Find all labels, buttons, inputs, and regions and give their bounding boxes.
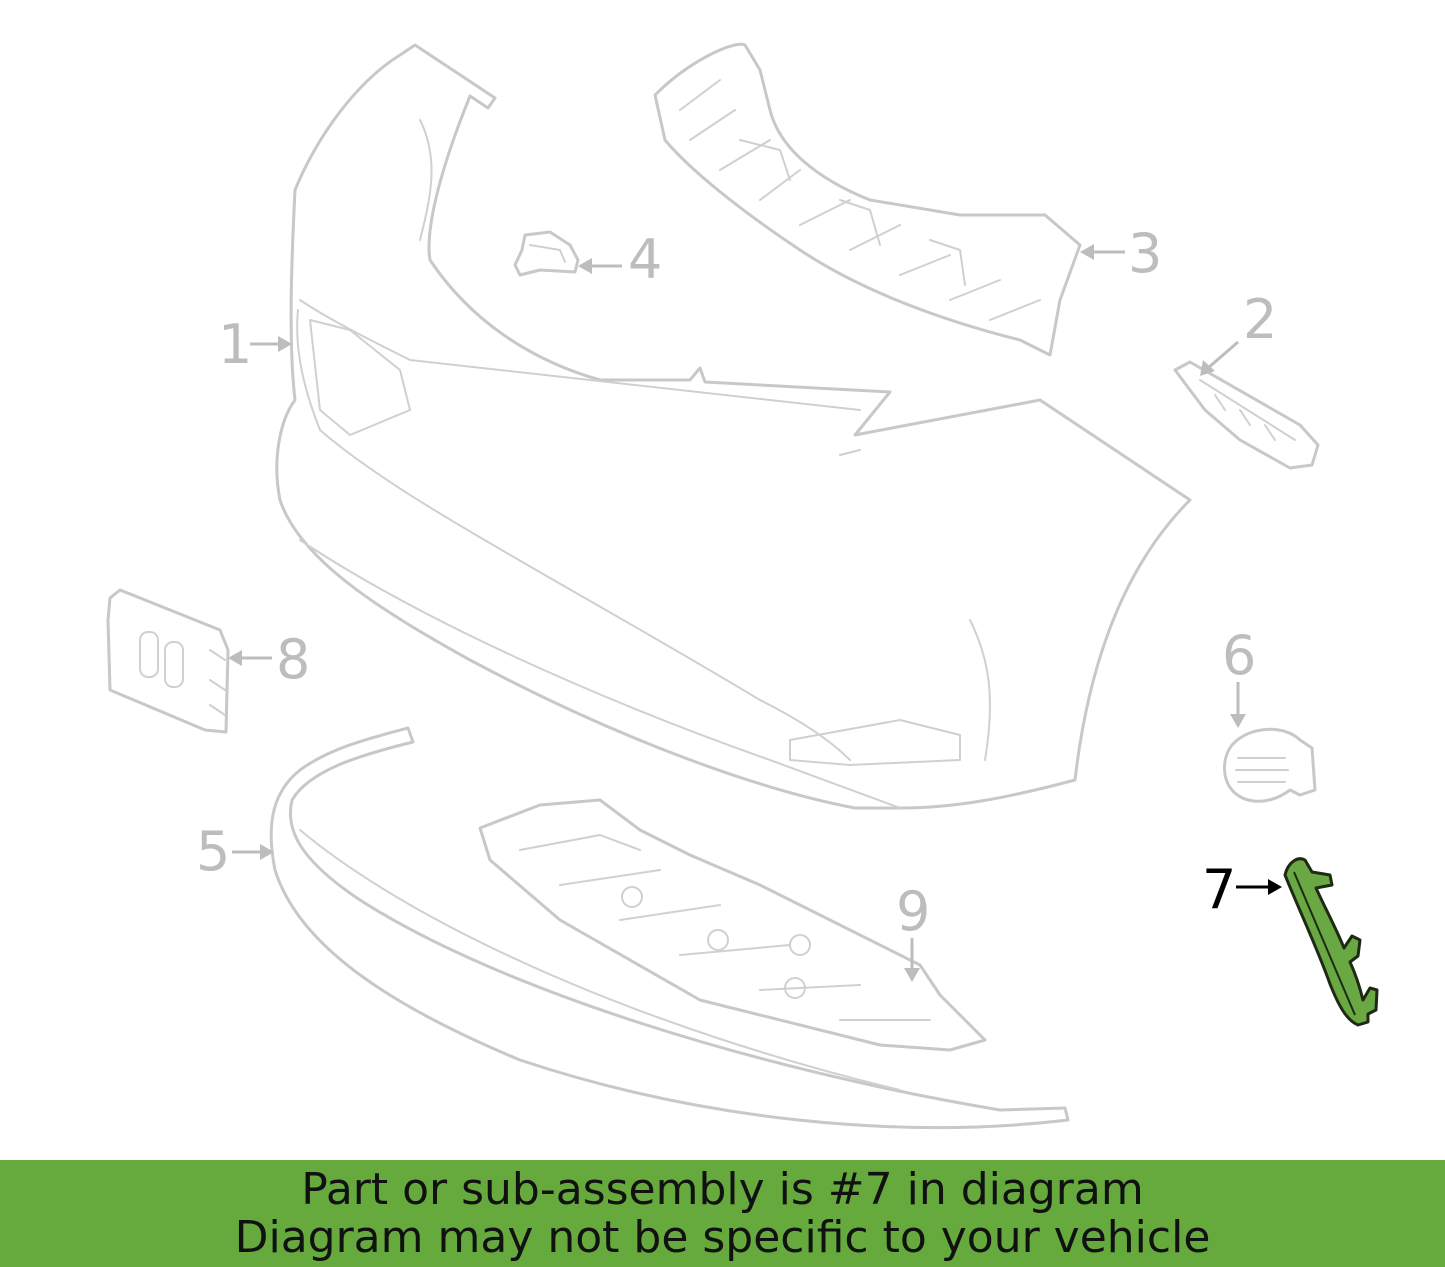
callout-8: 8 bbox=[228, 628, 310, 691]
footer-line-disclaimer: Diagram may not be specific to your vehi… bbox=[234, 1211, 1211, 1263]
part-1-bumper-cover bbox=[275, 43, 1192, 810]
callout-3: 3 bbox=[1080, 222, 1162, 285]
callout-9: 9 bbox=[896, 880, 930, 982]
callout-4: 4 bbox=[578, 228, 662, 291]
svg-text:6: 6 bbox=[1222, 624, 1256, 687]
svg-text:4: 4 bbox=[628, 228, 662, 291]
part-7-trim-molding bbox=[1283, 857, 1379, 1027]
svg-text:9: 9 bbox=[896, 880, 930, 943]
callout-2: 2 bbox=[1200, 288, 1277, 376]
part-5-lower-spoiler bbox=[269, 726, 1070, 1129]
svg-text:3: 3 bbox=[1128, 222, 1162, 285]
footer-banner: Part or sub-assembly is #7 in diagram Di… bbox=[0, 1160, 1445, 1267]
part-6-fog-lamp bbox=[1223, 727, 1317, 803]
callout-7: 7 bbox=[1202, 858, 1282, 921]
parts-diagram: 1 2 3 4 5 6 7 8 9 bbox=[106, 42, 1379, 1129]
callout-1: 1 bbox=[218, 313, 292, 376]
part-3-grille bbox=[653, 42, 1082, 357]
svg-text:2: 2 bbox=[1243, 288, 1277, 351]
part-8-license-bracket bbox=[106, 588, 230, 734]
callout-6: 6 bbox=[1222, 624, 1256, 728]
svg-text:8: 8 bbox=[276, 628, 310, 691]
svg-text:7: 7 bbox=[1202, 858, 1236, 921]
part-9-splash-shield bbox=[478, 798, 987, 1052]
part-2-side-bracket bbox=[1173, 360, 1320, 470]
footer-line-part-number: Part or sub-assembly is #7 in diagram bbox=[301, 1163, 1144, 1215]
part-4-bracket bbox=[513, 230, 580, 277]
svg-text:5: 5 bbox=[196, 820, 230, 883]
svg-text:1: 1 bbox=[218, 313, 252, 376]
callout-5: 5 bbox=[196, 820, 274, 883]
